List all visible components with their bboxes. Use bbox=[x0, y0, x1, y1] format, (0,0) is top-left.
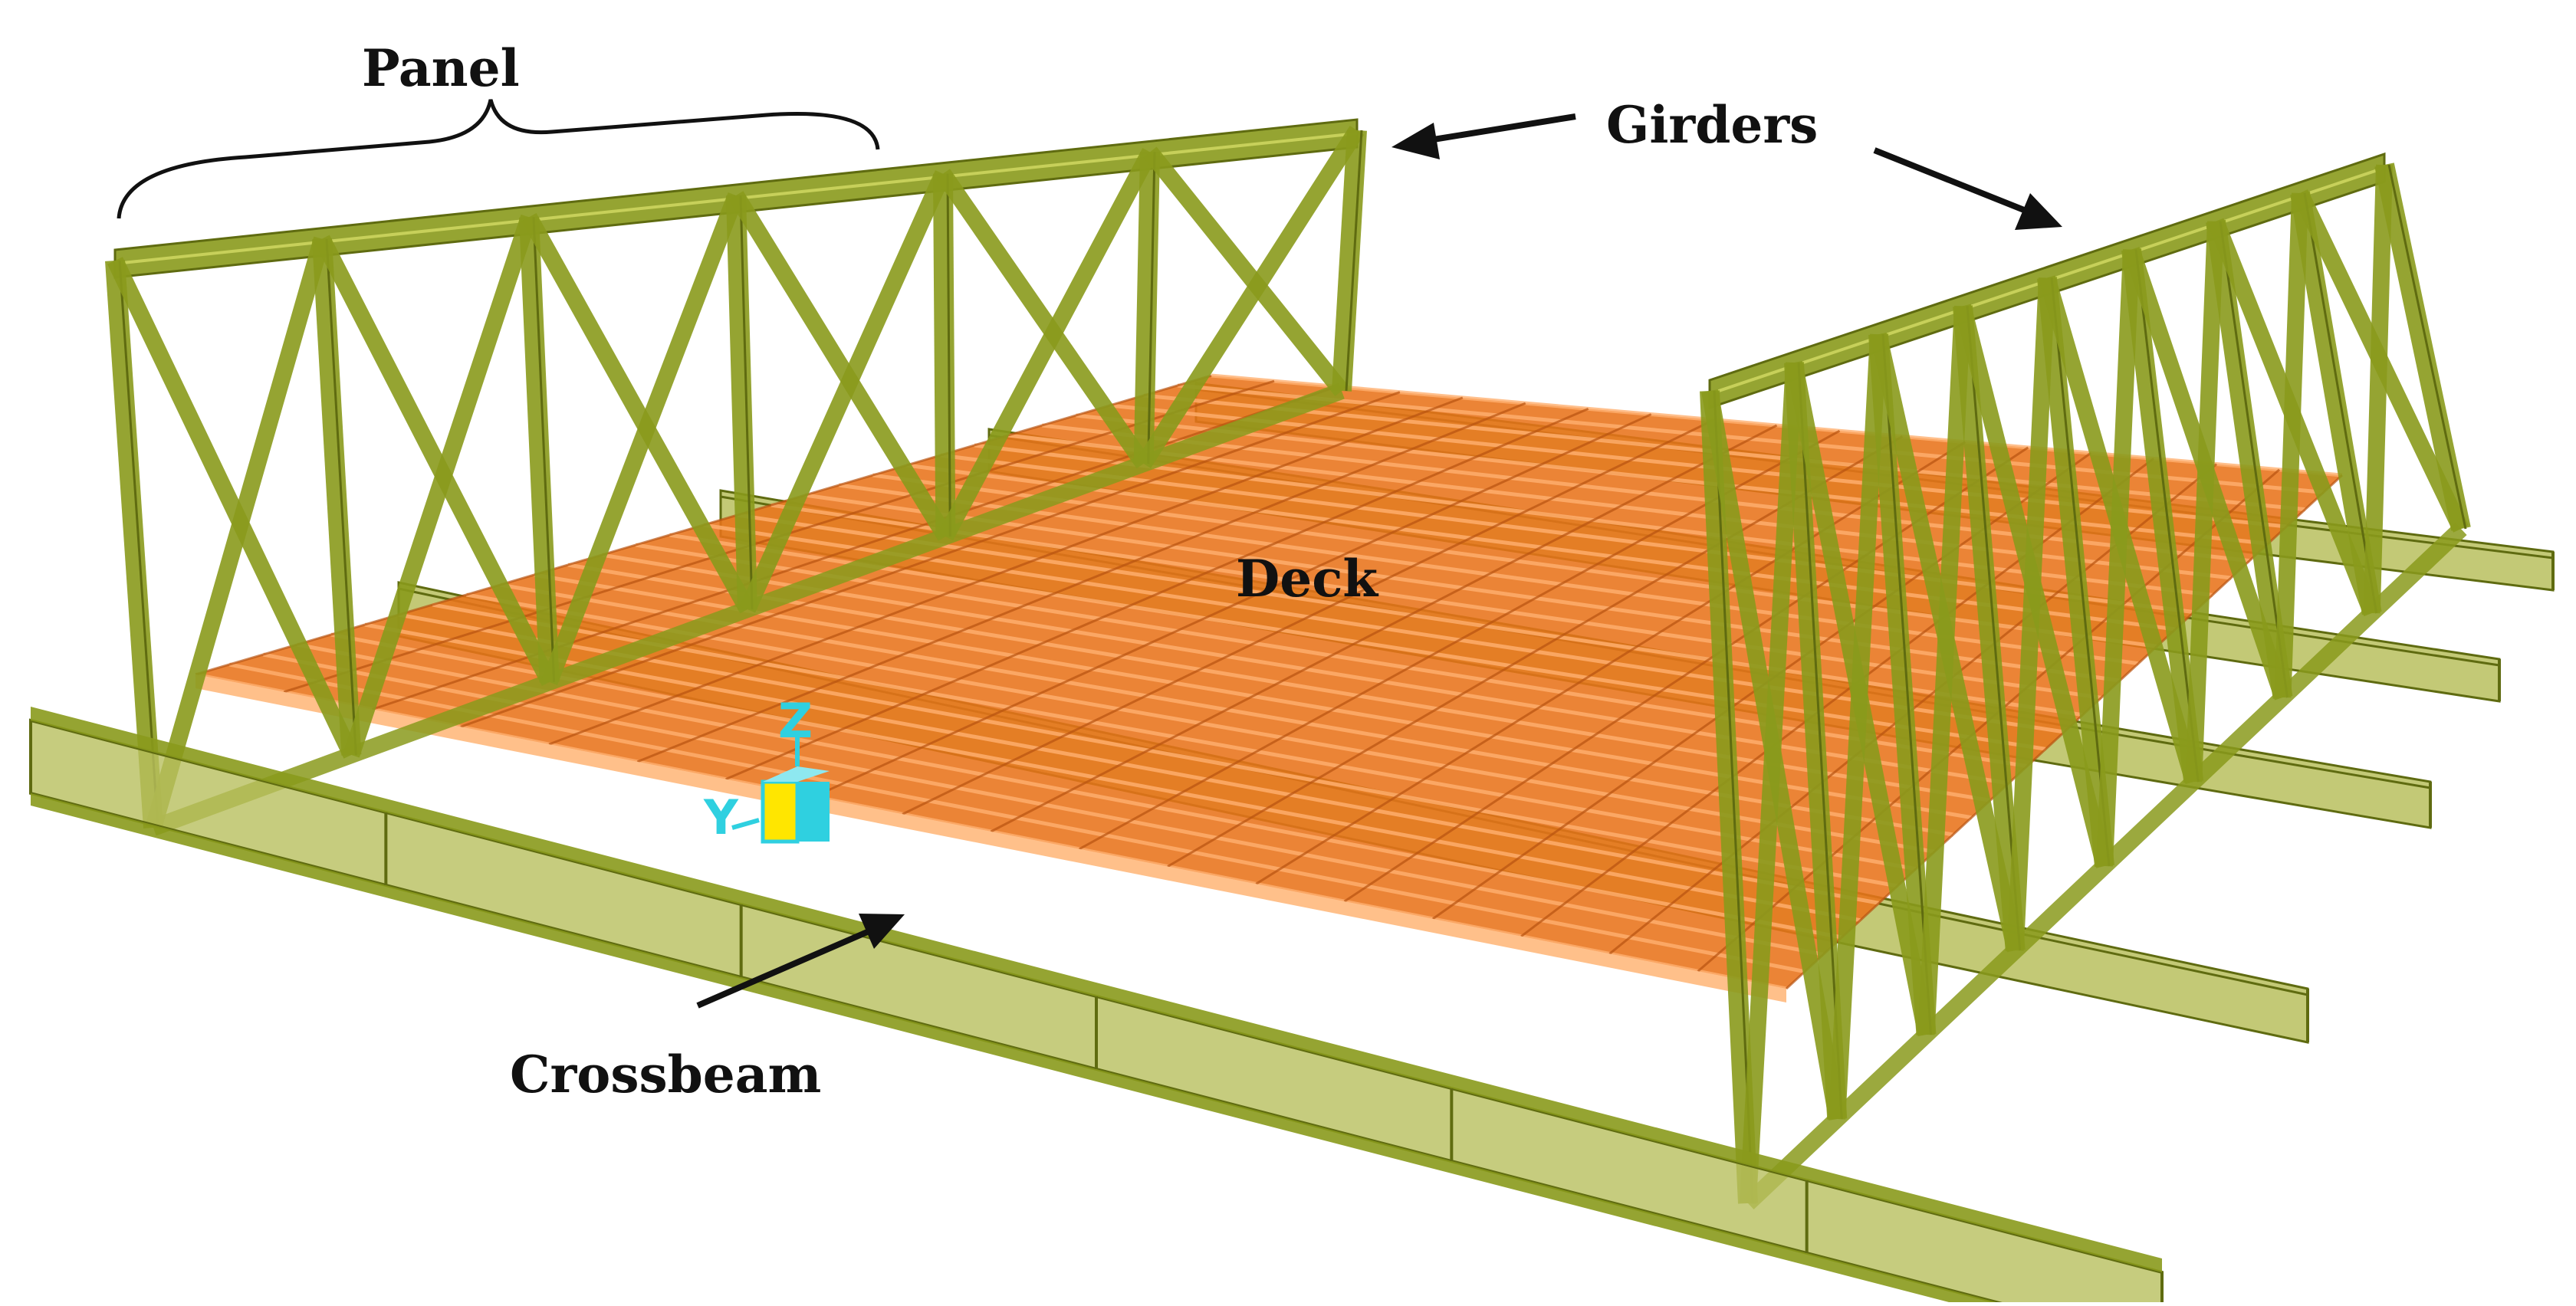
deck-stringer-line bbox=[1255, 441, 1967, 885]
right-girder-diagonal bbox=[2363, 164, 2393, 614]
deck-stringer-line bbox=[548, 396, 1464, 746]
right-girder-diagonal bbox=[1829, 333, 1887, 1120]
left-girder-diagonal bbox=[521, 212, 755, 614]
left-girder-diagonal bbox=[314, 235, 557, 687]
crossbeam-label: Crossbeam bbox=[510, 1045, 821, 1104]
triad-box-side bbox=[797, 782, 830, 842]
left-girder-post-edge bbox=[1147, 152, 1156, 464]
right-girder-vertical-post bbox=[2121, 248, 2204, 783]
deck-stringer-line bbox=[990, 424, 1778, 833]
right-girder-post-edge bbox=[2050, 277, 2111, 867]
panel-brace bbox=[117, 99, 880, 219]
right-girder-post-edge bbox=[2134, 249, 2200, 783]
y-axis-line bbox=[731, 818, 760, 830]
left-girder-vertical-post bbox=[105, 260, 163, 829]
triad-box-front bbox=[761, 779, 800, 844]
deck-label: Deck bbox=[1236, 549, 1378, 609]
girders-arrowhead-left bbox=[1392, 123, 1440, 159]
left-girder-diagonal bbox=[1143, 146, 1349, 396]
girders-arrowhead-right bbox=[2015, 193, 2062, 230]
left-girder-vertical-post bbox=[312, 238, 362, 756]
left-girder-diagonal bbox=[728, 191, 953, 541]
left-girder-diagonal bbox=[935, 169, 1151, 469]
deck-stringer-line bbox=[1520, 458, 2155, 937]
left-girder-vertical-post bbox=[1332, 130, 1367, 392]
left-girder-post-edge bbox=[532, 217, 556, 683]
left-girder-diagonal bbox=[541, 192, 744, 685]
girders-arrow-left bbox=[1414, 113, 1576, 146]
deck-stringer-line bbox=[813, 413, 1652, 798]
left-girder-diagonal bbox=[938, 148, 1158, 541]
right-girder-post-edge bbox=[1713, 390, 1754, 1204]
left-girder-vertical-post bbox=[726, 195, 757, 610]
right-girder-diagonal bbox=[1917, 305, 1971, 1035]
girders-label: Girders bbox=[1606, 95, 1818, 155]
left-girder-truss bbox=[105, 118, 1367, 836]
right-girder-vertical-post bbox=[1784, 362, 1848, 1120]
z-axis-label: Z bbox=[778, 693, 813, 749]
left-girder-post-edge bbox=[118, 260, 159, 829]
right-girder-diagonal bbox=[2096, 249, 2140, 867]
right-girder-vertical-post bbox=[2206, 219, 2293, 699]
deck-front-edge bbox=[196, 674, 1786, 1002]
annotations-group: Panel Girders Deck Crossbeam bbox=[117, 38, 2062, 1104]
right-girder-post-edge bbox=[2303, 192, 2378, 614]
front-crossbeam-top-flange bbox=[31, 707, 2162, 1272]
crossbeam-arrow bbox=[696, 924, 879, 1009]
left-girder-vertical-post bbox=[519, 216, 560, 683]
right-girder-vertical-post bbox=[2037, 277, 2114, 868]
right-girder-vertical-post bbox=[2290, 191, 2382, 615]
right-girder-post-edge bbox=[2387, 164, 2467, 530]
left-girder-post-edge bbox=[946, 173, 951, 537]
left-girder-diagonal bbox=[739, 170, 951, 613]
axis-triad: Z Y bbox=[703, 693, 830, 845]
left-girder-post-edge bbox=[1345, 130, 1363, 392]
left-girder-diagonal bbox=[343, 214, 537, 758]
left-girder-diagonal bbox=[107, 257, 360, 759]
right-girder-diagonal bbox=[1740, 362, 1802, 1204]
right-girder-vertical-post bbox=[1700, 390, 1758, 1204]
left-girder-vertical-post bbox=[1133, 152, 1160, 464]
right-girder-truss bbox=[1700, 152, 2471, 1209]
girders-arrow-right bbox=[1873, 147, 2033, 216]
right-girder-vertical-post bbox=[1868, 333, 1937, 1035]
triad-box-top bbox=[763, 766, 830, 782]
front-crossbeam-bottom-flange bbox=[31, 793, 2012, 1306]
deck-stringer-line bbox=[902, 418, 1715, 815]
right-girder-vertical-post bbox=[1953, 305, 2026, 952]
left-girder-vertical-post bbox=[933, 173, 956, 537]
right-girder-diagonal bbox=[2274, 192, 2308, 698]
right-girder-post-edge bbox=[1966, 306, 2022, 951]
right-girder-post-edge bbox=[2219, 221, 2288, 698]
deck-stringer-line bbox=[460, 391, 1401, 728]
left-girder-post-edge bbox=[739, 195, 754, 610]
right-girder-vertical-post bbox=[2374, 162, 2471, 531]
front-crossbeam bbox=[29, 707, 2164, 1306]
left-girder-diagonal bbox=[145, 236, 330, 831]
deck-stringer-line bbox=[725, 407, 1589, 781]
right-girder-post-edge bbox=[1797, 363, 1843, 1120]
right-girder-diagonal bbox=[2185, 221, 2224, 783]
deck-stringer-line bbox=[636, 402, 1526, 763]
panel-label: Panel bbox=[362, 38, 520, 98]
left-girder-diagonal bbox=[1136, 126, 1365, 468]
left-girder-post-edge bbox=[325, 238, 357, 756]
crossbeam-arrowhead bbox=[859, 914, 905, 949]
right-girder-diagonal bbox=[2006, 277, 2055, 951]
y-axis-label: Y bbox=[703, 789, 739, 845]
right-girder-post-edge bbox=[1881, 334, 1932, 1035]
